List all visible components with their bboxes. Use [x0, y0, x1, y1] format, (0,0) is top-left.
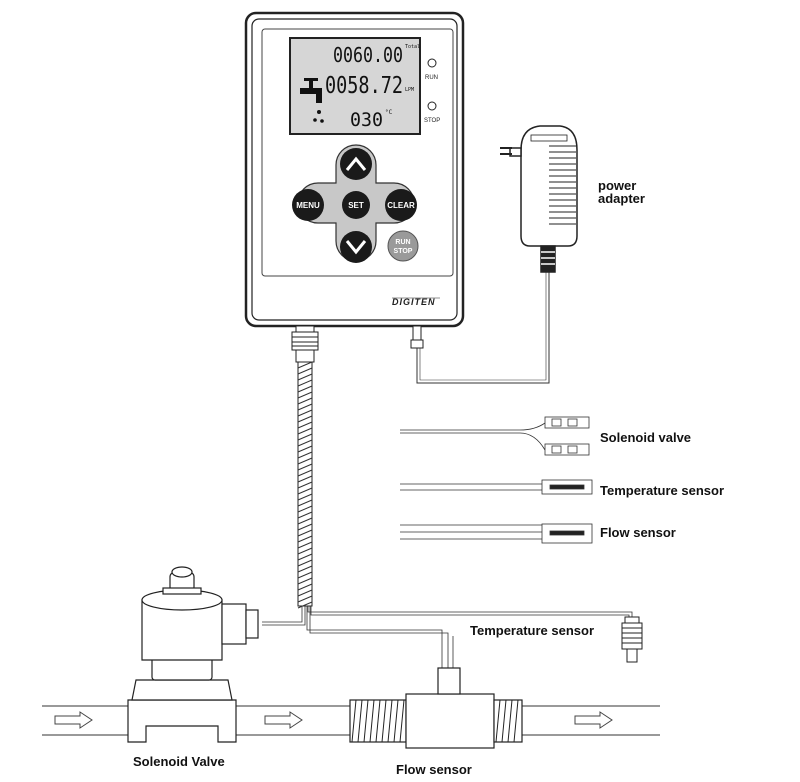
run-stop-label-bottom: STOP — [394, 248, 413, 255]
stop-indicator-label: STOP — [424, 118, 440, 124]
controller-unit: 0060.00 Total 0058.72 LPM 030 °C RUN STO… — [244, 11, 465, 328]
flow-arrow-icon — [54, 711, 93, 729]
run-stop-label-top: RUN — [395, 239, 410, 246]
flow-arrow-icon — [574, 711, 613, 729]
set-button[interactable]: SET — [342, 191, 370, 219]
brand-logo: DIGITEN — [392, 297, 436, 307]
lcd-total-value: 0060.00 — [333, 43, 403, 67]
set-button-label: SET — [348, 201, 364, 210]
run-indicator-label: RUN — [425, 75, 438, 81]
run-stop-button[interactable]: RUN STOP — [387, 230, 419, 262]
temperature-sensor-wire-label: Temperature sensor — [600, 483, 724, 498]
up-button[interactable] — [340, 148, 372, 180]
flow-sensor-wire-label: Flow sensor — [600, 525, 676, 540]
lcd-temp-value: 030 — [350, 109, 383, 131]
clear-button[interactable]: CLEAR — [385, 189, 417, 221]
pipe — [42, 705, 660, 736]
down-button[interactable] — [340, 231, 372, 263]
faucet-icon — [300, 78, 324, 123]
lcd-total-unit: Total — [405, 44, 420, 50]
lcd-temp-unit: °C — [385, 109, 393, 116]
down-arrow-icon — [345, 240, 367, 255]
solenoid-valve-device — [127, 566, 259, 743]
power-jack — [410, 325, 424, 349]
solenoid-valve-wire-label: Solenoid valve — [600, 430, 691, 445]
flow-direction-arrows — [54, 711, 613, 729]
solenoid-valve-device-label: Solenoid Valve — [133, 754, 225, 769]
run-indicator-led — [427, 58, 437, 68]
lcd-rate-value: 0058.72 — [325, 73, 403, 99]
temperature-probe-label: Temperature sensor — [470, 623, 594, 638]
lcd-rate-unit: LPM — [405, 87, 414, 93]
temperature-sensor-wire — [400, 479, 593, 495]
power-cable — [416, 272, 550, 384]
solenoid-valve-wire — [400, 416, 590, 456]
flow-sensor-device — [349, 667, 523, 749]
temperature-probe — [621, 616, 643, 663]
stop-indicator-led — [427, 101, 437, 111]
menu-button-label: MENU — [296, 201, 320, 210]
flow-arrow-icon — [264, 711, 303, 729]
menu-button[interactable]: MENU — [292, 189, 324, 221]
power-adapter — [500, 125, 578, 273]
flow-sensor-wire — [400, 523, 593, 544]
sensor-connector — [291, 325, 319, 363]
clear-button-label: CLEAR — [387, 201, 415, 210]
power-adapter-label-line2: adapter — [598, 191, 645, 206]
flow-sensor-device-label: Flow sensor — [396, 762, 472, 777]
up-arrow-icon — [345, 156, 367, 171]
power-adapter-label-line1: power — [598, 178, 636, 193]
braided-cable — [297, 361, 313, 609]
